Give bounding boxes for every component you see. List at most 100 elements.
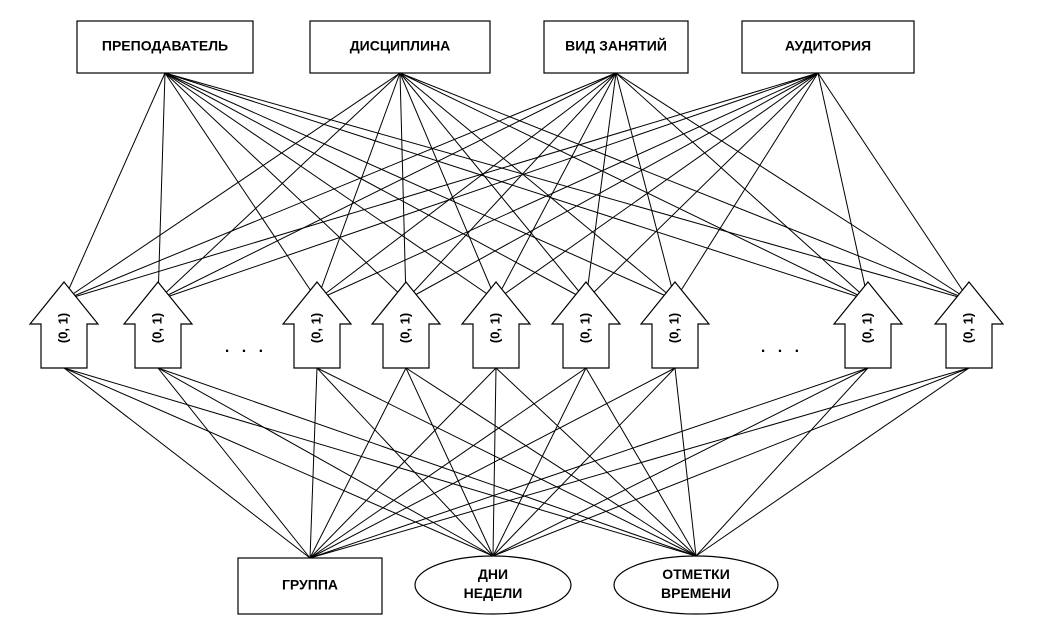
edge-bottom-1-arrow-3 [405, 367, 494, 557]
edge-bottom-2-arrow-3 [405, 367, 697, 557]
variable-arrow: (0, 1) [460, 281, 532, 369]
arrow-label: (0, 1) [960, 313, 975, 343]
edge-top-0-arrow-5 [164, 72, 587, 301]
edge-top-1-arrow-8 [399, 72, 970, 301]
edge-bottom-2-arrow-4 [495, 367, 697, 557]
edge-bottom-1-arrow-6 [492, 367, 676, 557]
arrow-label: (0, 1) [577, 313, 592, 343]
edge-top-2-arrow-0 [63, 72, 617, 301]
edge-top-1-arrow-0 [63, 72, 401, 301]
arrow-label: (0, 1) [859, 313, 874, 343]
edge-top-1-arrow-2 [316, 72, 401, 301]
ellipsis-right: . . . [761, 339, 803, 356]
node-shape [414, 555, 572, 615]
variable-arrow: (0, 1) [639, 281, 711, 369]
edge-top-3-arrow-6 [674, 72, 819, 301]
edge-top-3-arrow-2 [316, 72, 819, 301]
arrow-label: (0, 1) [666, 313, 681, 343]
edge-top-1-arrow-4 [399, 72, 497, 301]
edge-bottom-2-arrow-0 [63, 367, 697, 557]
edge-bottom-2-arrow-8 [695, 367, 970, 557]
edge-top-3-arrow-5 [585, 72, 819, 301]
edge-bottom-0-arrow-5 [309, 367, 587, 559]
arrow-label: (0, 1) [397, 313, 412, 343]
node-label: ПРЕПОДАВАТЕЛЬ [102, 38, 228, 54]
node-classroom: АУДИТОРИЯ [741, 20, 915, 74]
node-label: ВИД ЗАНЯТИЙ [565, 37, 667, 54]
node-box [741, 20, 915, 74]
edge-top-0-arrow-3 [164, 72, 407, 301]
node-box [543, 20, 689, 74]
node-box [309, 20, 491, 74]
edges [63, 72, 970, 559]
arrow-shape [370, 281, 442, 369]
edge-top-3-arrow-8 [817, 72, 970, 301]
variable-arrow: (0, 1) [832, 281, 904, 369]
node-label-line: ГРУППА [282, 577, 338, 593]
edge-top-3-arrow-4 [495, 72, 819, 301]
edge-top-3-arrow-7 [817, 72, 869, 301]
node-label: ДИСЦИПЛИНА [350, 38, 451, 54]
arrow-shape [122, 281, 194, 369]
variable-arrow: (0, 1) [550, 281, 622, 369]
edge-bottom-0-arrow-8 [309, 367, 970, 559]
arrow-label: (0, 1) [149, 313, 164, 343]
nodes: ПРЕПОДАВАТЕЛЬ ДИСЦИПЛИНА ВИД ЗАНЯТИЙ АУДИТО… [76, 20, 915, 615]
edge-bottom-1-arrow-2 [316, 367, 494, 557]
node-group: ГРУППА [237, 557, 383, 615]
edge-top-0-arrow-7 [164, 72, 869, 301]
edge-bottom-0-arrow-0 [63, 367, 311, 559]
node-label: АУДИТОРИЯ [785, 38, 871, 54]
ellipsis-left: . . . [225, 339, 267, 356]
edge-top-0-arrow-1 [157, 72, 166, 301]
node-box [76, 20, 254, 74]
edge-top-0-arrow-4 [164, 72, 497, 301]
edge-top-0-arrow-0 [63, 72, 166, 301]
node-label-line: НЕДЕЛИ [464, 585, 523, 601]
edge-bottom-1-arrow-0 [63, 367, 494, 557]
arrow-shape [281, 281, 353, 369]
arrow-shape [832, 281, 904, 369]
edge-bottom-2-arrow-6 [674, 367, 697, 557]
arrow-shape [550, 281, 622, 369]
variable-arrow: (0, 1) [122, 281, 194, 369]
edge-top-2-arrow-3 [405, 72, 617, 301]
edge-top-2-arrow-7 [615, 72, 869, 301]
edge-bottom-2-arrow-7 [695, 367, 869, 557]
arrow-shape [28, 281, 100, 369]
arrow-shape [639, 281, 711, 369]
edge-top-1-arrow-1 [157, 72, 401, 301]
edge-bottom-0-arrow-4 [309, 367, 497, 559]
node-shape [613, 555, 779, 615]
edge-top-3-arrow-0 [63, 72, 819, 301]
arrow-shape [933, 281, 1005, 369]
edge-bottom-0-arrow-7 [309, 367, 869, 559]
node-label-line: ОТМЕТКИ [662, 566, 730, 582]
node-teacher: ПРЕПОДАВАТЕЛЬ [76, 20, 254, 74]
edge-bottom-1-arrow-1 [157, 367, 494, 557]
variable-arrow: (0, 1) [933, 281, 1005, 369]
edge-bottom-0-arrow-3 [309, 367, 407, 559]
edge-top-3-arrow-3 [405, 72, 819, 301]
edge-bottom-2-arrow-2 [316, 367, 697, 557]
edge-top-2-arrow-2 [316, 72, 617, 301]
node-label-line: ВРЕМЕНИ [661, 585, 731, 601]
edge-bottom-0-arrow-6 [309, 367, 676, 559]
edge-bottom-0-arrow-2 [309, 367, 318, 559]
node-shape [237, 557, 383, 615]
edge-top-0-arrow-2 [164, 72, 318, 301]
edge-top-0-arrow-6 [164, 72, 676, 301]
edge-top-1-arrow-3 [399, 72, 407, 301]
edge-bottom-1-arrow-5 [492, 367, 587, 557]
arrow-label: (0, 1) [487, 313, 502, 343]
edge-top-2-arrow-4 [495, 72, 617, 301]
edge-top-2-arrow-5 [585, 72, 617, 301]
edge-bottom-1-arrow-7 [492, 367, 869, 557]
edge-bottom-2-arrow-5 [585, 367, 697, 557]
node-discipline: ДИСЦИПЛИНА [309, 20, 491, 74]
arrow-label: (0, 1) [55, 313, 70, 343]
edge-top-2-arrow-8 [615, 72, 970, 301]
edge-top-1-arrow-7 [399, 72, 869, 301]
